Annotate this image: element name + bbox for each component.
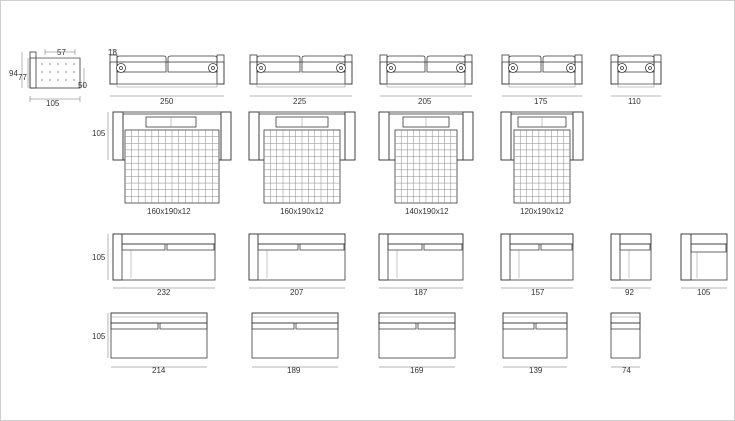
bed-row-height: 105 bbox=[92, 129, 106, 138]
bed-size-1: 160x190x12 bbox=[147, 207, 191, 216]
bed-size-2: 160x190x12 bbox=[280, 207, 324, 216]
sofa-front-175 bbox=[501, 54, 583, 97]
label-arm-height: 18 bbox=[108, 48, 117, 57]
sofa-width-1: 250 bbox=[160, 97, 174, 106]
chaise-width-6: 105 bbox=[697, 288, 711, 297]
armless-width-3: 169 bbox=[410, 366, 424, 375]
sofa-width-2: 225 bbox=[293, 97, 307, 106]
bed-grid-1 bbox=[125, 130, 219, 203]
bed-size-4: 120x190x12 bbox=[520, 207, 564, 216]
armless-row-height: 105 bbox=[92, 332, 106, 341]
bed-size-3: 140x190x12 bbox=[405, 207, 449, 216]
armless-5 bbox=[610, 312, 641, 368]
chaise-4 bbox=[500, 233, 574, 289]
armless-width-5: 74 bbox=[622, 366, 631, 375]
chaise-width-2: 207 bbox=[290, 288, 304, 297]
sofa-bed-4 bbox=[500, 111, 584, 204]
label-total-height: 94 bbox=[9, 69, 18, 78]
chaise-5 bbox=[610, 233, 652, 289]
sofa-bed-2 bbox=[248, 111, 356, 204]
chaise-3 bbox=[378, 233, 464, 289]
sofa-width-3: 205 bbox=[418, 97, 432, 106]
corner-unit bbox=[680, 233, 728, 289]
chaise-width-5: 92 bbox=[625, 288, 634, 297]
sofa-front-205 bbox=[379, 54, 473, 97]
armless-width-4: 139 bbox=[529, 366, 543, 375]
armless-2 bbox=[251, 312, 339, 368]
chaise-row-height: 105 bbox=[92, 253, 106, 262]
armless-width-2: 189 bbox=[287, 366, 301, 375]
bed-grid-3 bbox=[395, 130, 457, 203]
chaise-2 bbox=[248, 233, 346, 289]
side-view bbox=[21, 49, 85, 102]
sofa-width-4: 175 bbox=[534, 97, 548, 106]
label-seat-height: 77 bbox=[18, 73, 27, 82]
armless-3 bbox=[378, 312, 456, 368]
label-top-depth: 57 bbox=[57, 48, 66, 57]
armless-width-1: 214 bbox=[152, 366, 166, 375]
chaise-width-1: 232 bbox=[157, 288, 171, 297]
sofa-bed-3 bbox=[378, 111, 474, 204]
sofa-front-250 bbox=[108, 49, 225, 97]
chaise-width-3: 187 bbox=[414, 288, 428, 297]
bed-grid-2 bbox=[264, 130, 340, 203]
armless-1 bbox=[110, 312, 208, 368]
label-seat-depth: 50 bbox=[78, 81, 87, 90]
sofa-front-110 bbox=[610, 54, 662, 97]
sofa-front-225 bbox=[249, 54, 353, 97]
sofa-width-5: 110 bbox=[628, 97, 641, 106]
armless-4 bbox=[502, 312, 568, 368]
sofa-bed-1 bbox=[112, 111, 232, 204]
bed-grid-4 bbox=[514, 130, 570, 203]
label-depth: 105 bbox=[46, 99, 60, 108]
chaise-1 bbox=[112, 233, 216, 289]
chaise-width-4: 157 bbox=[531, 288, 545, 297]
